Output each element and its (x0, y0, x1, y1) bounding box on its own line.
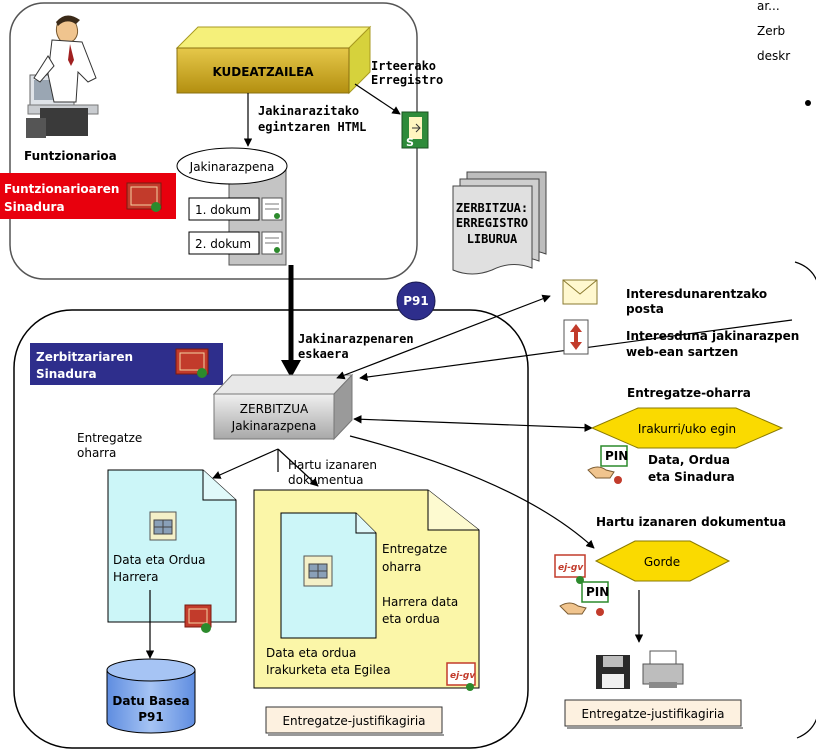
top-text-2: Zerb (757, 24, 785, 38)
pin-card-icon-2 (559, 581, 609, 616)
dokum2-cert-icon (261, 231, 283, 255)
kudeatzailea-label: KUDEATZAILEA (212, 65, 314, 79)
justif-label-left: Entregatze-justifikagiria (282, 714, 425, 728)
zerbitzua-label-1: ZERBITZUA (240, 402, 309, 416)
posta-label-1: Interesdunarentzako (626, 287, 767, 301)
p91-label: P91 (403, 294, 429, 308)
jakinarazpena-label: Jakinarazpena (189, 160, 275, 174)
zerbitzari-cert-icon (175, 348, 209, 378)
worker-icon (26, 15, 99, 138)
funtzionario-signature-line2: Sinadura (4, 200, 65, 214)
database-icon (106, 658, 196, 734)
erregistro-label-1: ZERBITZUA: (456, 201, 528, 215)
arrow-irakurri (353, 415, 593, 432)
yd-data-1: Data eta ordua (266, 646, 356, 660)
eskaera-label-1: Jakinarazpenaren (298, 332, 414, 346)
svg-text:S: S (406, 136, 414, 149)
data-ordua-label-2: Harrera (113, 570, 158, 584)
arrow-to-exit (354, 83, 401, 115)
dokum1-cert-icon (261, 197, 283, 221)
pin-label-2: PIN (586, 585, 609, 599)
kudeatzailea-box (175, 25, 372, 95)
cyan-document (107, 469, 237, 623)
dokum2-box (188, 231, 260, 255)
funtzionarioa-label: Funtzionarioa (24, 149, 117, 163)
top-text-1: ar... (757, 0, 780, 13)
dokum1-box (188, 197, 260, 221)
web-document-icon (563, 319, 589, 355)
db-label-1: Datu Basea (112, 694, 189, 708)
web-label-2: web-ean sartzen (626, 345, 738, 359)
entregatze-oharra-label-2: oharra (77, 446, 116, 460)
yellow-ejgv-icon: ej-gv (446, 662, 476, 691)
cyan-doc-table-icon (149, 511, 177, 541)
svg-text:ej-gv: ej-gv (450, 671, 476, 681)
pin-label: PIN (605, 449, 628, 463)
right-bracket (794, 261, 816, 739)
html-label-1: Jakinarazitako (258, 104, 359, 118)
email-icon (562, 279, 598, 305)
arrow-posta (336, 294, 551, 380)
posta-label-2: posta (626, 302, 664, 316)
yd-harrera-1: Harrera data (382, 595, 458, 609)
gorde-decision (594, 540, 731, 582)
irakurri-decision (590, 407, 784, 449)
pin-card-icon (587, 445, 628, 484)
web-label-1: Interesduna jakinarazpen (626, 329, 799, 343)
dokum1-label: 1. dokum (195, 203, 251, 217)
printer-icon (642, 650, 684, 688)
top-text-3: deskr (757, 49, 790, 63)
arrow-to-cyan-doc (212, 448, 279, 479)
funtzionario-signature-line1: Funtzionarioaren (4, 182, 119, 196)
justif-box-right (564, 699, 742, 727)
bottom-box (13, 309, 529, 749)
arrow-to-yellow-doc (277, 448, 319, 487)
html-label-2: egintzaren HTML (258, 120, 366, 134)
entregatze-oharra-right: Entregatze-oharra (627, 386, 751, 400)
justif-label-right: Entregatze-justifikagiria (581, 707, 724, 721)
justif-box-left (265, 706, 443, 734)
erregistro-label-3: LIBURUA (467, 232, 518, 246)
hartu-label-2: dokumentua (288, 473, 364, 487)
zerbitzari-signature-line1: Zerbitzariaren (36, 350, 133, 364)
yd-entregatze-2: oharra (382, 560, 421, 574)
exit-register-icon: S (401, 111, 429, 149)
irteerako-label-2: Erregistro (371, 73, 443, 87)
irakurri-label: Irakurri/uko egin (638, 422, 736, 436)
entregatze-oharra-label-1: Entregatze (77, 431, 142, 445)
erregistro-liburua (452, 171, 547, 275)
floppy-icon (596, 655, 630, 689)
yd-harrera-2: eta ordua (382, 612, 440, 626)
erregistro-label-2: ERREGISTRO (456, 216, 528, 230)
data-ordua-right-2: eta Sinadura (648, 470, 735, 484)
data-ordua-right-1: Data, Ordua (648, 453, 730, 467)
ejgv-text: ej-gv (558, 563, 584, 573)
zerbitzua-box (212, 373, 354, 441)
yd-data-2: Irakurketa eta Egilea (266, 663, 391, 677)
inner-table-icon (303, 555, 333, 587)
cyan-cert-icon (184, 604, 212, 633)
data-ordua-label-1: Data eta Ordua (113, 553, 205, 567)
dokum2-label: 2. dokum (195, 237, 251, 251)
yd-entregatze-1: Entregatze (382, 542, 447, 556)
certificate-icon (126, 182, 162, 212)
zerbitzua-label-2: Jakinarazpena (231, 419, 317, 433)
thick-arrow-head (281, 360, 301, 378)
hartu-label-1: Hartu izanaren (288, 458, 377, 472)
bullet-icon (805, 100, 811, 106)
hartu-right-label: Hartu izanaren dokumentua (596, 515, 786, 529)
db-label-2: P91 (138, 710, 164, 724)
arrow-gorde (349, 435, 595, 549)
irteerako-label-1: Irteerako (371, 59, 436, 73)
gorde-label: Gorde (644, 555, 680, 569)
jakinarazpena-ellipse (176, 147, 288, 185)
zerbitzari-signature-line2: Sinadura (36, 367, 97, 381)
eskaera-label-2: eskaera (298, 347, 349, 361)
